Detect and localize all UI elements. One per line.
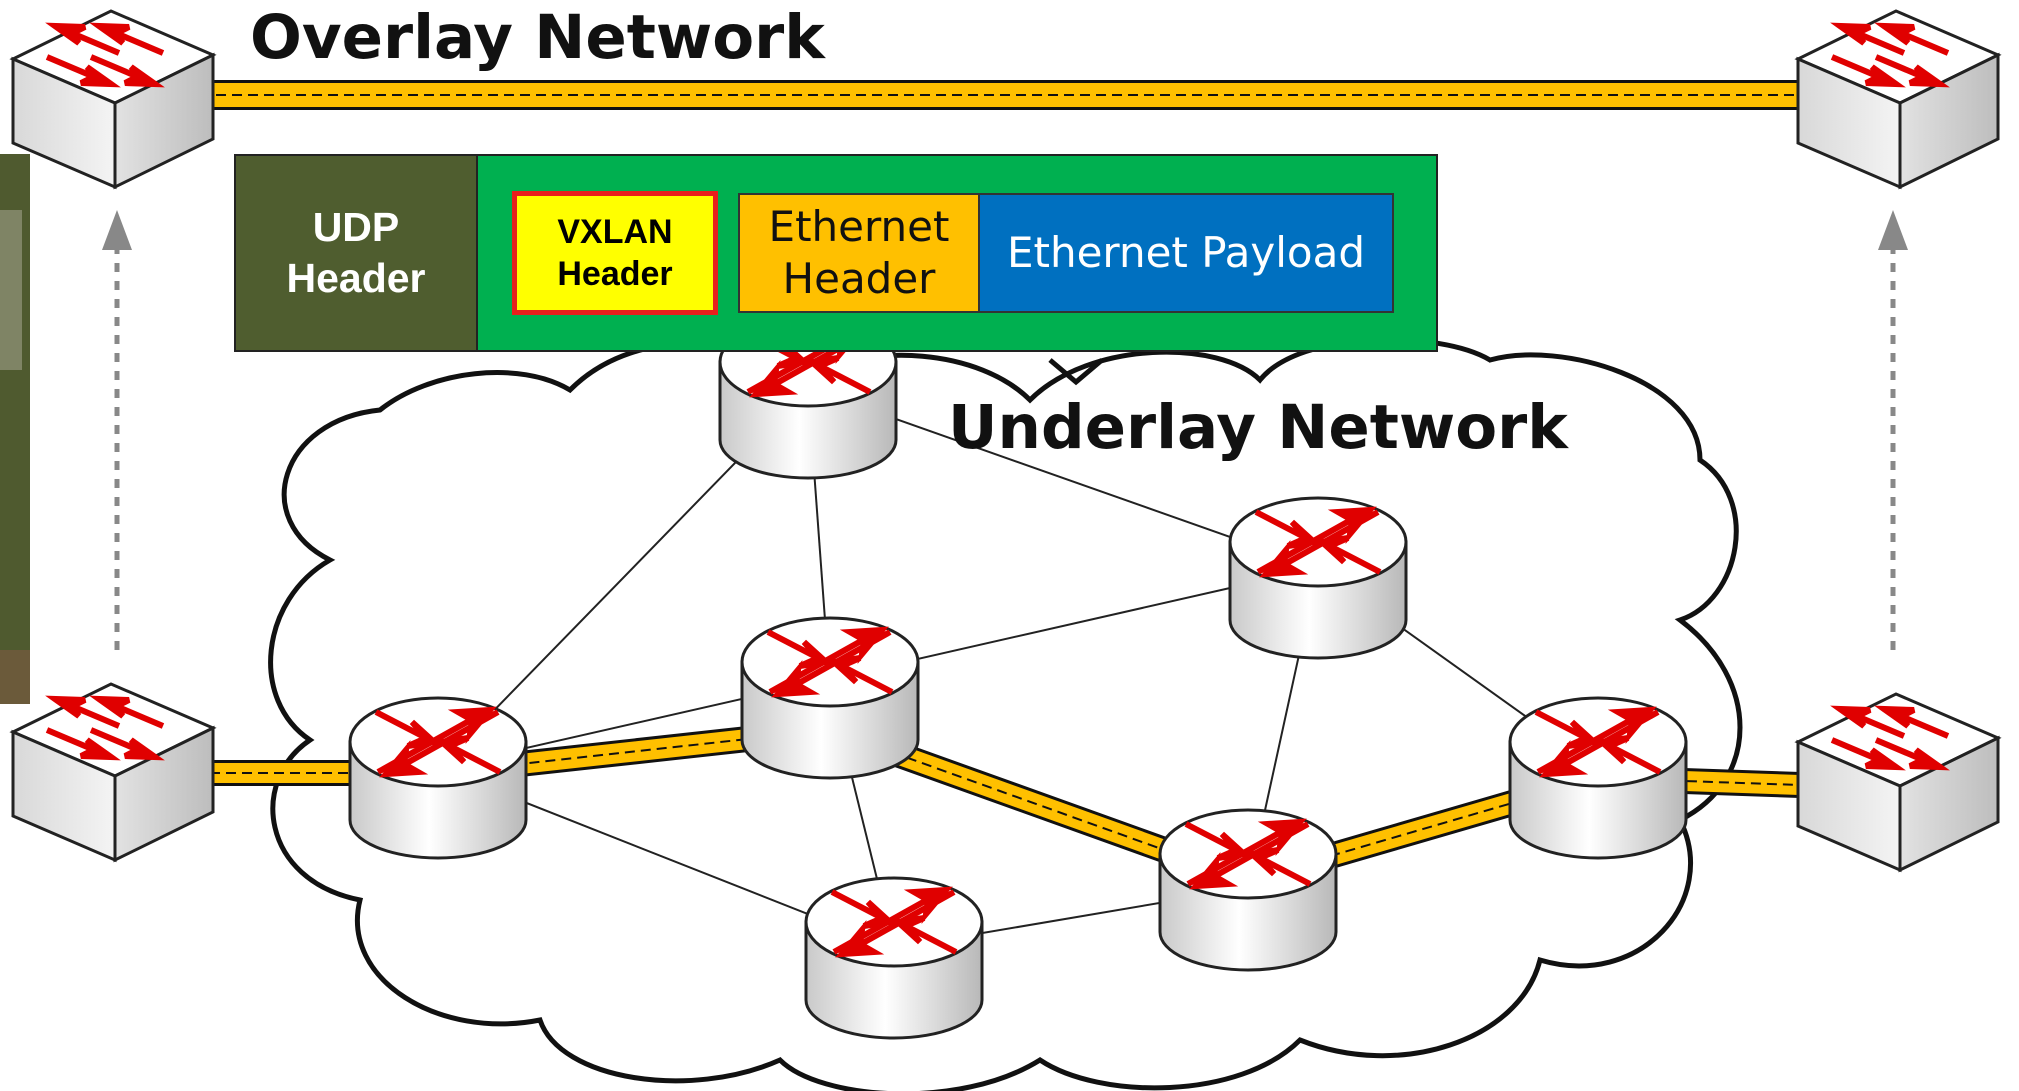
switch-icon — [13, 11, 213, 187]
up-arrow-left — [102, 210, 132, 650]
router-icon — [1160, 810, 1336, 970]
router-icon — [350, 698, 526, 858]
udp-header-line2: Header — [286, 255, 426, 301]
router-icon — [1230, 498, 1406, 658]
ethernet-header-line1: Ethernet — [768, 201, 950, 251]
underlay-network-title: Underlay Network — [948, 392, 1568, 463]
switch-icon — [1798, 694, 1998, 870]
router-icon — [1510, 698, 1686, 858]
vxlan-header-line1: VXLAN — [557, 212, 673, 251]
callout-pointer — [1048, 358, 1104, 386]
overlay-network-title: Overlay Network — [250, 2, 825, 73]
switch-icon — [1798, 11, 1998, 187]
vxlan-header-line2: Header — [557, 255, 673, 293]
vxlan-header-box: VXLAN Header — [512, 191, 718, 315]
ethernet-header-box: Ethernet Header — [738, 193, 980, 313]
ethernet-payload-box: Ethernet Payload — [978, 193, 1394, 313]
switch-icon — [13, 684, 213, 860]
overlay-tunnel — [200, 80, 1820, 110]
router-icon — [806, 878, 982, 1038]
ethernet-payload-label: Ethernet Payload — [1006, 227, 1366, 277]
router-icon — [742, 618, 918, 778]
up-arrow-right — [1878, 210, 1908, 650]
ethernet-header-line2: Header — [782, 254, 936, 303]
udp-header-line1: UDP — [312, 203, 400, 250]
udp-header-box: UDP Header — [234, 154, 478, 352]
